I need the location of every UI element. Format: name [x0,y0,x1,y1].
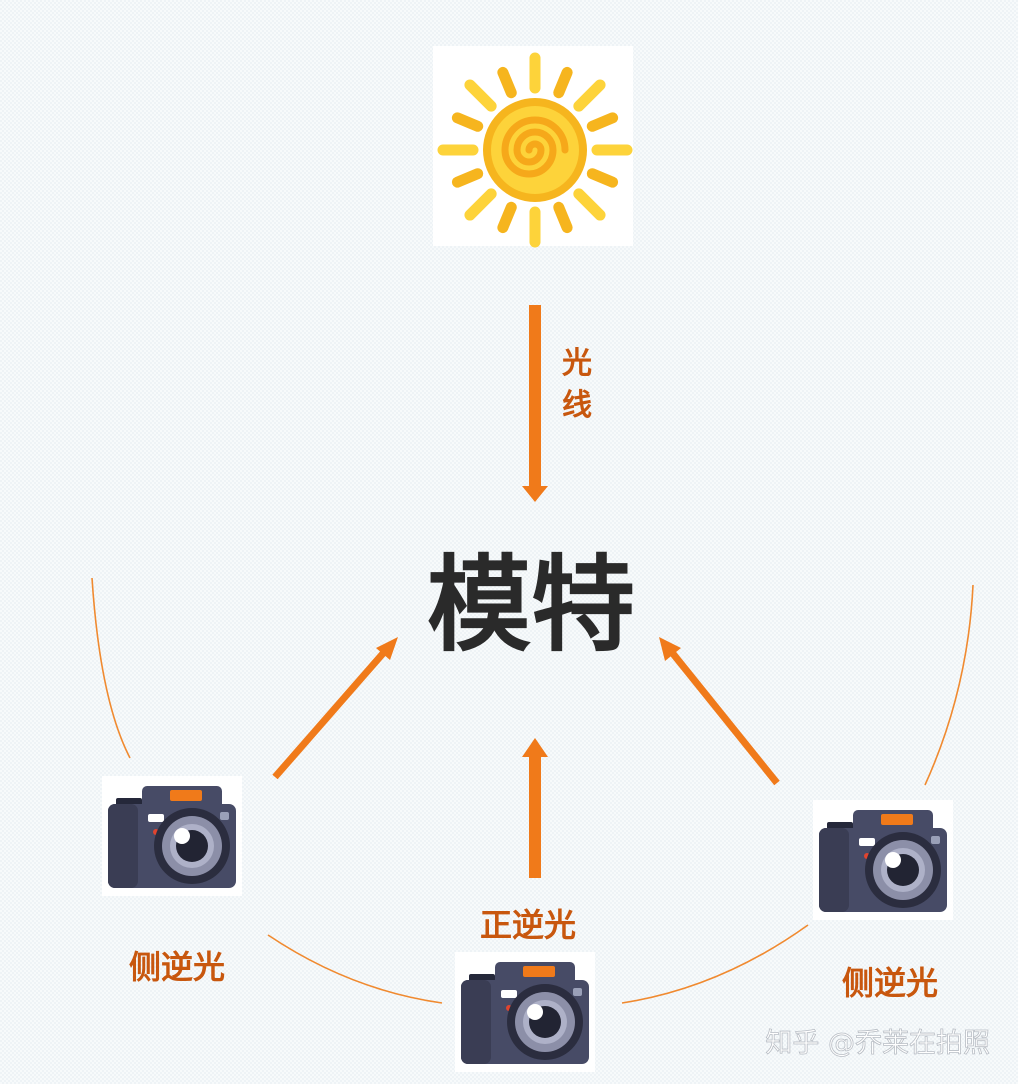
sun-ray [573,79,606,112]
left-arrow-line [272,647,389,780]
sun-ray [497,201,517,234]
sun-ray [586,112,619,132]
left-arrowhead [376,637,398,660]
sun-ray [553,66,573,99]
sun-ray [464,188,497,221]
sun-ray [586,168,619,188]
front-arrowhead [522,738,548,757]
camera-icon [102,776,242,896]
sun-ray [451,168,484,188]
sun-ray [464,79,497,112]
sun-ray [573,188,606,221]
center-model-label: 模特 [427,544,635,666]
watermark: 知乎 @乔莱在拍照 [765,1028,990,1059]
right-arrow-line [667,647,780,786]
light-label-line-1: 光 [562,346,592,381]
front-backlight-label: 正逆光 [480,906,576,944]
left-side-backlight-label: 侧逆光 [129,948,225,986]
right-side-backlight-label: 侧逆光 [842,964,938,1002]
right-arrowhead [659,637,681,661]
sun-ray [451,112,484,132]
light-ray-arrowhead [522,486,548,502]
sun-ray [553,201,573,234]
camera-icon [455,952,595,1072]
sun-ray [497,66,517,99]
camera-icon [813,800,953,920]
arrows [272,305,780,878]
sun-icon [433,46,633,248]
connecting-arcs [91,577,974,1004]
light-label-line-2: 线 [562,388,592,423]
